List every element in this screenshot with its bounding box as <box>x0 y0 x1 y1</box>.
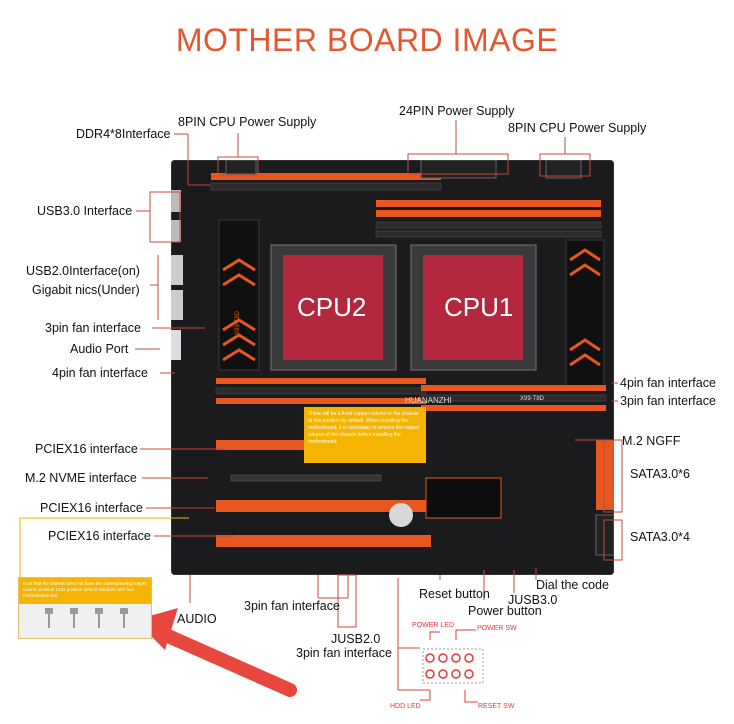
label-pciex16-2: PCIEX16 interface <box>40 501 143 515</box>
label-4pin-fan-left: 4pin fan interface <box>52 366 148 380</box>
label-4pin-fan-right: 4pin fan interface <box>620 376 716 390</box>
label-3pin-fan-bottom2: 3pin fan interface <box>296 646 392 660</box>
label-3pin-fan-left: 3pin fan interface <box>45 321 141 335</box>
label-hdd-led: HDD LED <box>390 703 421 710</box>
label-8pin-cpu-left: 8PIN CPU Power Supply <box>178 115 317 129</box>
chassis-note-text: Note that the chassis does not have the … <box>19 578 151 604</box>
label-power-sw: POWER SW <box>477 625 517 632</box>
label-sata6: SATA3.0*6 <box>630 467 690 481</box>
label-usb20: USB2.0Interface(on) <box>26 264 140 278</box>
standoff-illustration <box>45 608 128 628</box>
cpu2-label: CPU2 <box>297 292 367 322</box>
label-power-button: Power button <box>468 604 542 618</box>
motherboard <box>155 159 615 575</box>
model-label: X99-T8D <box>520 396 545 402</box>
cpu1-label: CPU1 <box>444 292 514 322</box>
copper-column-note: There will be a fixed copper column in t… <box>304 407 426 463</box>
label-24pin: 24PIN Power Supply <box>399 104 515 118</box>
label-audio-port: Audio Port <box>70 342 129 356</box>
label-gigabit: Gigabit nics(Under) <box>32 283 140 297</box>
label-m2-nvme: M.2 NVME interface <box>25 471 137 485</box>
page-title: MOTHER BOARD IMAGE <box>175 22 559 58</box>
label-dial-code: Dial the code <box>536 578 609 592</box>
label-8pin-cpu-right: 8PIN CPU Power Supply <box>508 121 647 135</box>
label-ddr4: DDR4*8Interface <box>76 127 171 141</box>
label-jusb20: JUSB2.0 <box>331 632 381 646</box>
label-reset-sw: RESET SW <box>478 703 515 710</box>
label-power-led: POWER LED <box>412 622 455 629</box>
chassis-note-box: Note that the chassis does not have the … <box>18 577 152 639</box>
label-usb30: USB3.0 Interface <box>37 204 133 218</box>
label-audio: AUDIO <box>177 612 217 626</box>
label-pciex16-3: PCIEX16 interface <box>48 529 151 543</box>
label-jusb30: JUSB3.0 <box>508 593 558 607</box>
brand-label: HUANANZHI <box>405 396 452 405</box>
label-pciex16-1: PCIEX16 interface <box>35 442 138 456</box>
label-sata4: SATA3.0*4 <box>630 530 690 544</box>
label-m2-ngff: M.2 NGFF <box>622 434 681 448</box>
label-3pin-fan-right: 3pin fan interface <box>620 394 716 408</box>
label-reset-button: Reset button <box>419 587 490 601</box>
label-3pin-fan-bottom: 3pin fan interface <box>244 599 340 613</box>
